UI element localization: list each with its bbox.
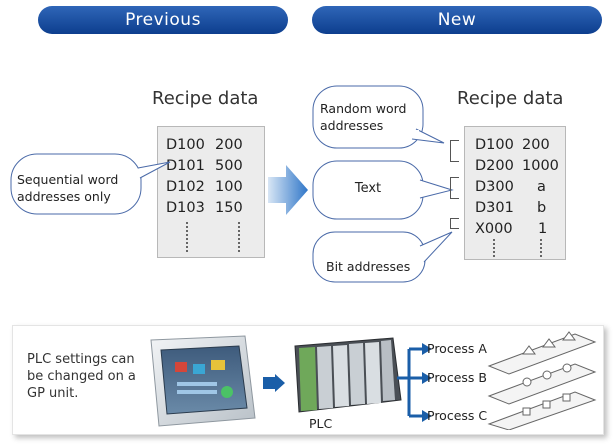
new-row-3-address: D300 bbox=[475, 179, 514, 195]
random-bubble-text: Random word addresses bbox=[320, 101, 407, 133]
sequential-bubble-shape bbox=[10, 153, 171, 215]
new-continuation-dots-right bbox=[540, 239, 542, 257]
text-bubble-shape bbox=[312, 160, 454, 220]
previous-row-2-address: D101 bbox=[166, 158, 205, 174]
sequential-bubble-text: Sequential word addresses only bbox=[17, 172, 119, 204]
previous-continuation-dots-left bbox=[186, 222, 188, 252]
new-row-1-address: D100 bbox=[475, 137, 514, 153]
new-row-4-value: b bbox=[537, 200, 547, 216]
new-row-3-value: a bbox=[537, 179, 546, 195]
new-header: New bbox=[312, 6, 602, 34]
random-bubble-shape bbox=[312, 85, 445, 149]
bracket-bit-address bbox=[450, 218, 459, 229]
transition-arrow-icon bbox=[268, 165, 308, 215]
process-a-label: Process A bbox=[427, 341, 487, 356]
new-continuation-dots-left bbox=[493, 239, 495, 257]
previous-row-3-address: D102 bbox=[166, 179, 205, 195]
new-row-5-address: X000 bbox=[475, 221, 513, 237]
new-row-1: D100 200 bbox=[475, 137, 550, 153]
new-row-5: X000 1 bbox=[475, 221, 547, 237]
bottom-panel: PLC settings can be changed on a GP unit… bbox=[12, 325, 604, 435]
plc-icon bbox=[294, 337, 402, 413]
previous-row-1-value: 200 bbox=[215, 137, 243, 153]
previous-header: Previous bbox=[38, 6, 288, 34]
new-row-2-address: D200 bbox=[475, 158, 514, 174]
new-recipe-panel: D100 200 D200 1000 D300 a D301 b X000 1 bbox=[464, 126, 566, 260]
bracket-text-addresses bbox=[450, 177, 459, 199]
new-row-4-address: D301 bbox=[475, 200, 514, 216]
process-c-label: Process C bbox=[427, 408, 488, 423]
previous-row-4-value: 150 bbox=[215, 200, 243, 216]
previous-row-2: D101 500 bbox=[166, 158, 243, 174]
new-header-label: New bbox=[437, 10, 477, 30]
bit-bubble-text: Bit addresses bbox=[326, 259, 411, 274]
bracket-word-addresses bbox=[450, 140, 459, 162]
previous-row-3: D102 100 bbox=[166, 179, 243, 195]
previous-continuation-dots-right bbox=[238, 222, 240, 252]
previous-row-4: D103 150 bbox=[166, 200, 243, 216]
conveyor-lines-icon bbox=[487, 331, 597, 430]
previous-recipe-title: Recipe data bbox=[152, 88, 259, 109]
previous-row-1: D100 200 bbox=[166, 137, 243, 153]
process-b-label: Process B bbox=[427, 370, 487, 385]
previous-recipe-panel: D100 200 D101 500 D102 100 D103 150 bbox=[157, 126, 265, 258]
previous-row-4-address: D103 bbox=[166, 200, 205, 216]
new-row-2-value: 1000 bbox=[522, 158, 559, 174]
new-row-2: D200 1000 bbox=[475, 158, 559, 174]
previous-header-label: Previous bbox=[125, 10, 201, 30]
new-row-4: D301 b bbox=[475, 200, 546, 216]
previous-row-3-value: 100 bbox=[215, 179, 243, 195]
gp-unit-icon bbox=[150, 335, 256, 427]
new-row-3: D300 a bbox=[475, 179, 546, 195]
new-row-1-value: 200 bbox=[522, 137, 550, 153]
process-branch-arrows-icon bbox=[397, 343, 432, 422]
new-recipe-title: Recipe data bbox=[457, 88, 564, 109]
previous-row-2-value: 500 bbox=[215, 158, 243, 174]
gp-to-plc-arrow-icon bbox=[263, 374, 285, 392]
previous-row-1-address: D100 bbox=[166, 137, 205, 153]
new-row-5-value: 1 bbox=[538, 221, 548, 237]
text-bubble-text: Text bbox=[354, 181, 382, 196]
plc-label: PLC bbox=[309, 416, 333, 431]
bit-bubble-shape bbox=[312, 231, 453, 283]
plc-settings-note: PLC settings can be changed on a GP unit… bbox=[27, 352, 136, 401]
